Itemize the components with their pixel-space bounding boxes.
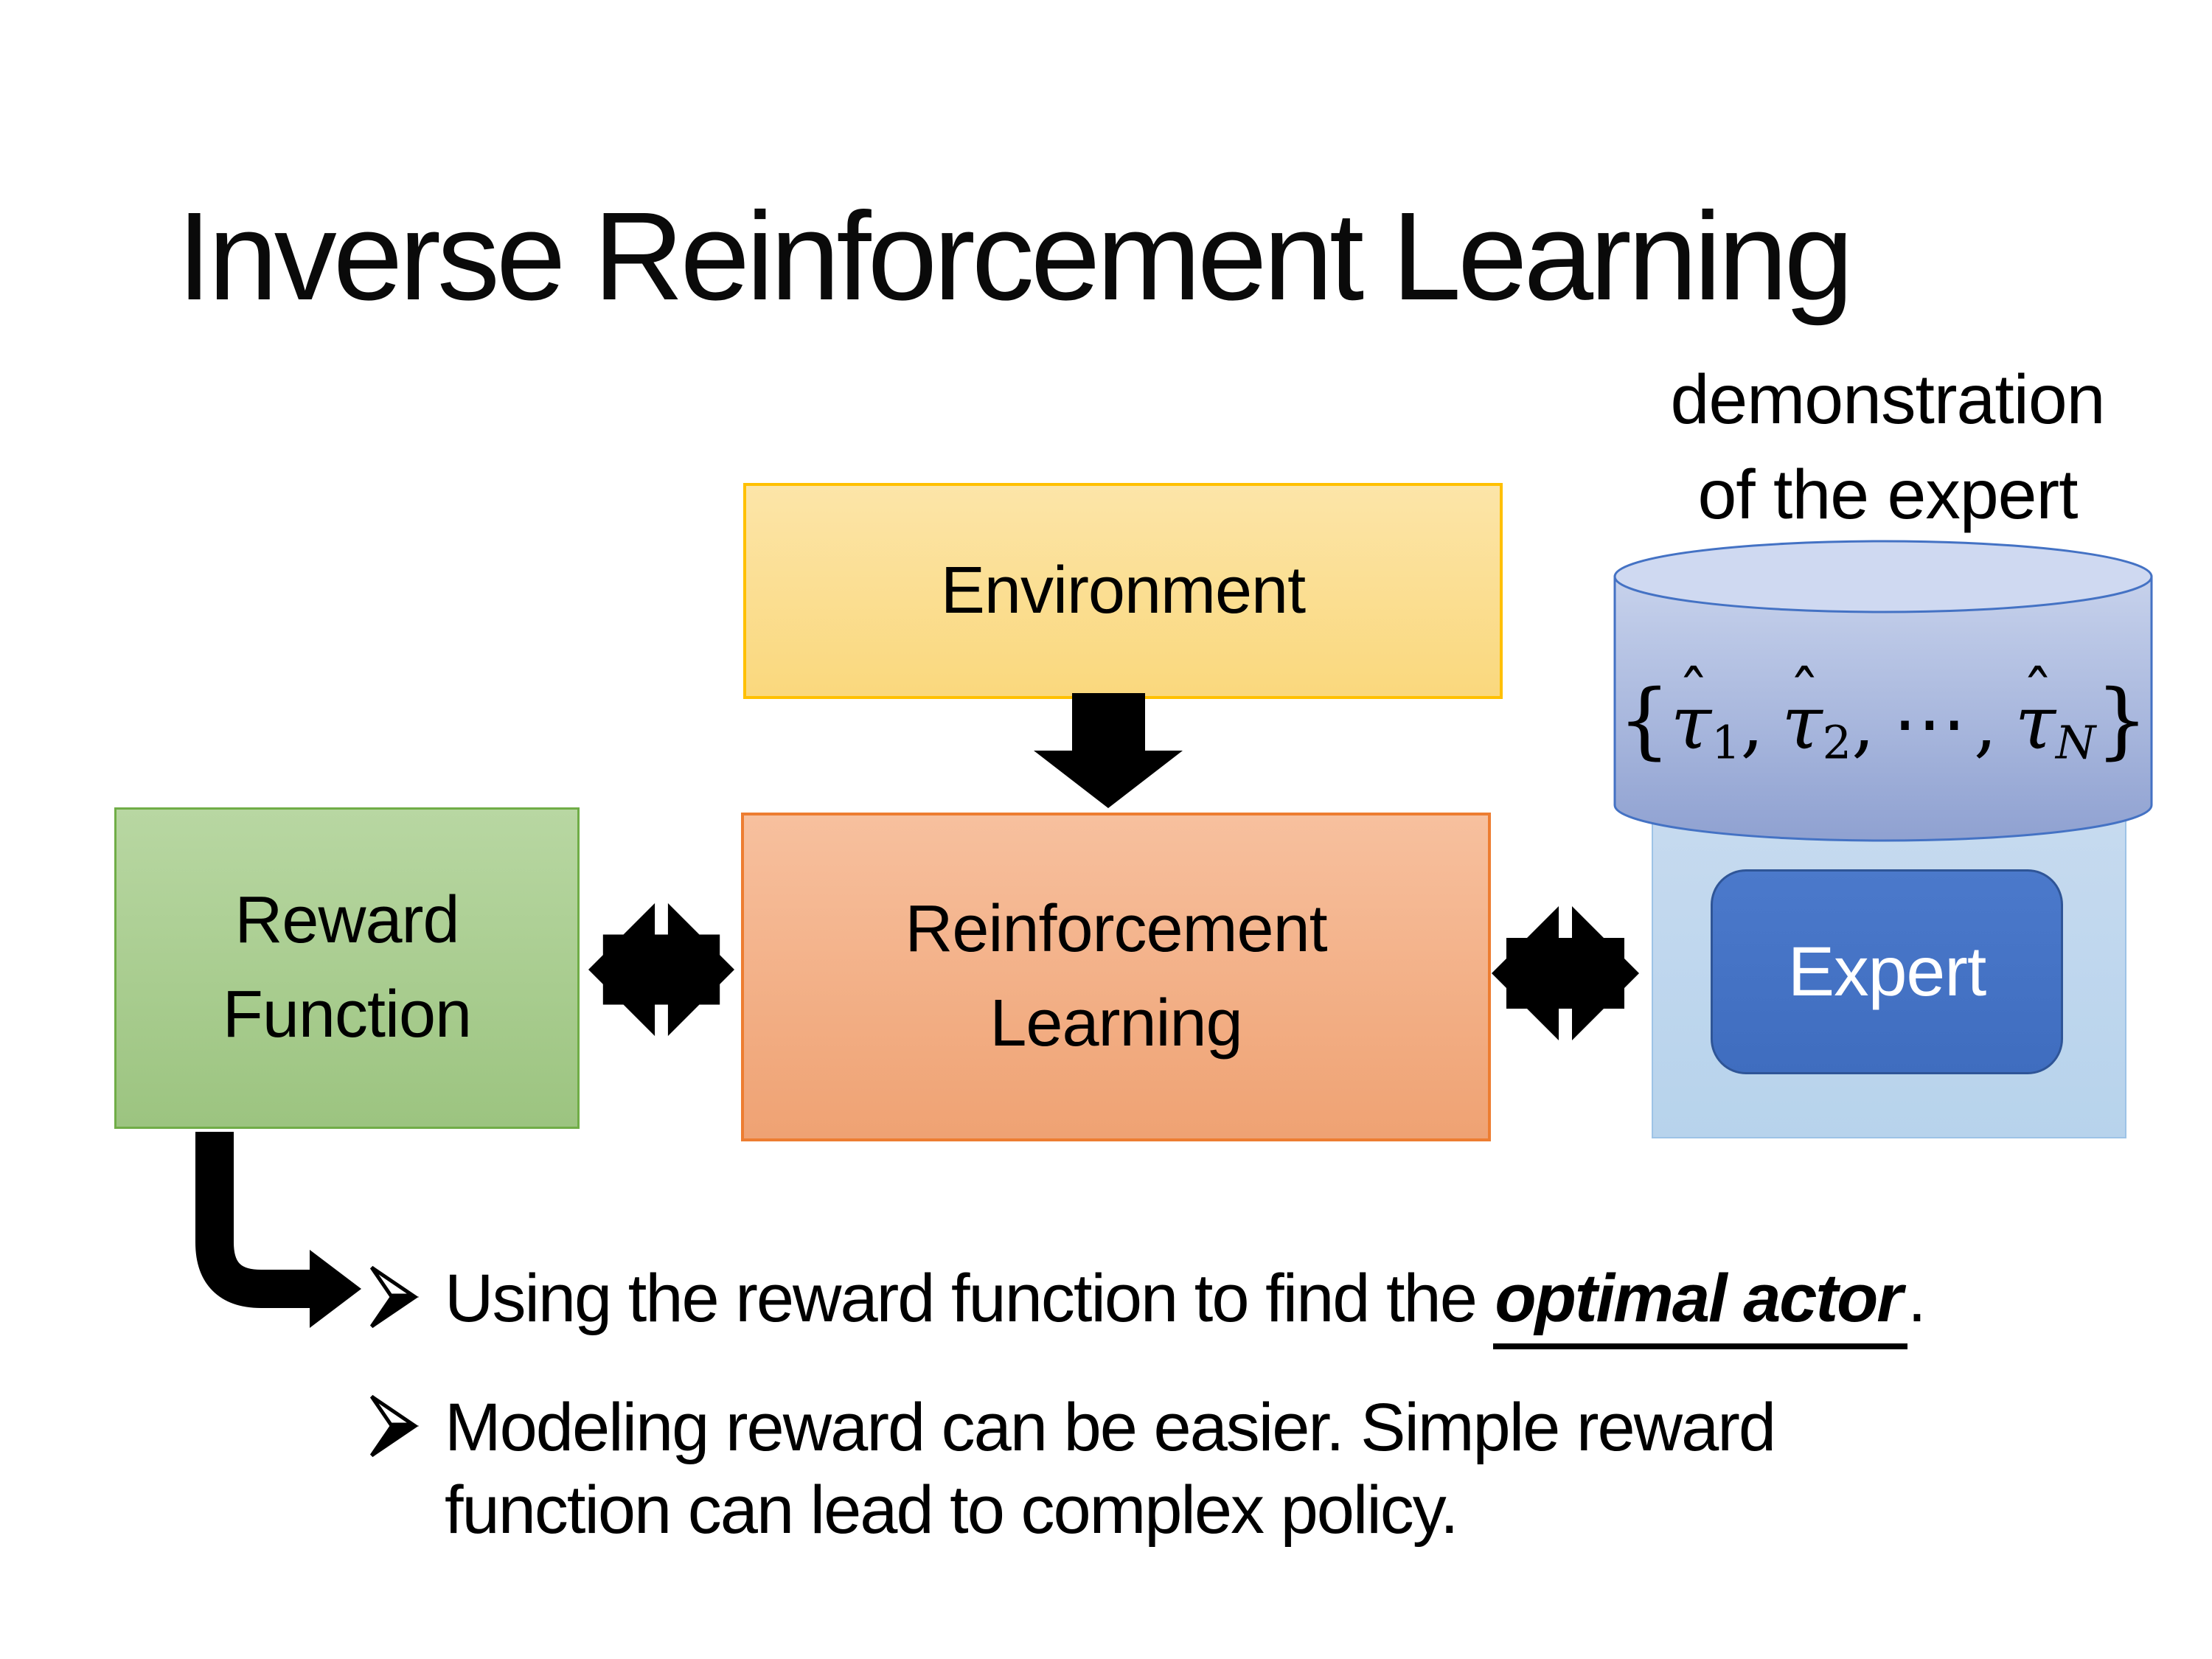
- optimal-actor-emphasis: optimal actor: [1493, 1261, 1908, 1349]
- rl-label: Reinforcement Learning: [905, 892, 1327, 1060]
- page-title: Inverse Reinforcement Learning: [177, 187, 1854, 327]
- hat-accent: ˆ: [2022, 658, 2053, 732]
- arrowhead-bullet-icon: [369, 1265, 420, 1329]
- exchange-arrows-icon: [1492, 900, 1639, 1047]
- expert-label: Expert: [1787, 932, 1987, 1011]
- expert-box: Expert: [1711, 869, 2063, 1074]
- hat-accent: ˆ: [1789, 658, 1820, 732]
- exchange-arrows-icon: [588, 897, 734, 1043]
- bullet-optimal-actor: Using the reward function to find the op…: [369, 1257, 1927, 1349]
- annotation-line2: of the expert: [1697, 456, 2078, 535]
- elbow-arrow-icon: [195, 1132, 361, 1328]
- bullet-text: Using the reward function to find the op…: [445, 1257, 1927, 1349]
- reinforcement-learning-box: Reinforcement Learning: [741, 808, 1493, 1141]
- arrowhead-bullet-icon: [369, 1394, 420, 1458]
- annotation-demonstration-of-the-expert: demonstration of the expert: [1585, 352, 2190, 543]
- down-arrow-icon: [1034, 693, 1183, 808]
- environment-box: Environment: [743, 483, 1503, 699]
- hat-accent: ˆ: [1677, 658, 1709, 732]
- bullet-text: Modeling reward can be easier. Simple re…: [445, 1390, 1776, 1548]
- annotation-line1: demonstration: [1670, 361, 2105, 439]
- environment-label: Environment: [940, 553, 1306, 627]
- ellipsis: ⋯: [1892, 680, 1966, 766]
- close-brace: }: [2096, 672, 2149, 768]
- open-brace: {: [1618, 672, 1671, 768]
- reward-label: Reward Function: [222, 883, 472, 1051]
- bullet-modeling-reward: Modeling reward can be easier. Simple re…: [369, 1386, 1776, 1551]
- database-cylinder-icon: [1613, 540, 2153, 842]
- reward-function-box: Reward Function: [114, 807, 580, 1129]
